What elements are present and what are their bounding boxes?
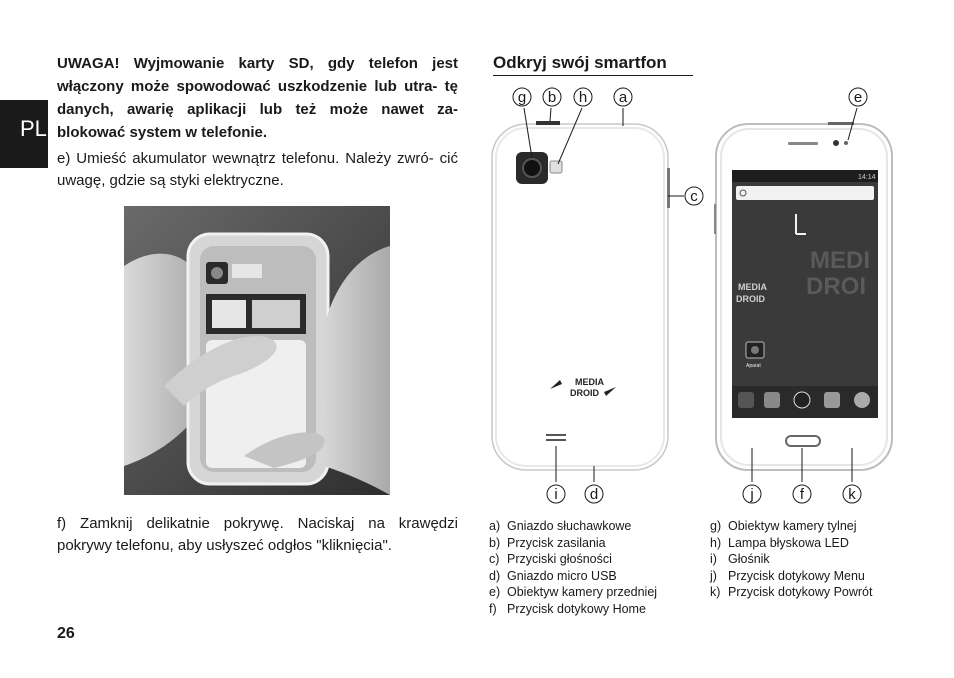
language-tab: PL — [0, 100, 48, 168]
legend-text: Gniazdo słuchawkowe — [507, 519, 632, 533]
back-logo-line2: DROID — [570, 388, 600, 398]
callout-d: d — [590, 486, 598, 503]
legend-text: Gniazdo micro USB — [507, 568, 617, 583]
status-time: 14:14 — [858, 174, 876, 181]
phone-back: MEDIA DROID — [491, 121, 670, 471]
hands-phone-illustration — [124, 206, 390, 495]
legend-key: a) — [489, 519, 501, 533]
screen-logo-line1: MEDIA — [738, 282, 768, 292]
legend-item: f) Przycisk dotykowy Home — [489, 601, 657, 618]
legend-text: Głośnik — [728, 552, 770, 566]
callout-lines — [523, 107, 858, 482]
callout-j: j — [749, 486, 753, 503]
legend-key: g) — [710, 519, 722, 533]
legend-item: h) Lampa błyskowa LED — [710, 535, 872, 552]
page-number: 26 — [57, 625, 75, 642]
legend-key: b) — [489, 535, 501, 550]
legend-text: Przycisk dotykowy Home — [507, 601, 646, 616]
callout-i: i — [554, 486, 557, 503]
step-f-text: f) Zamknij delikatnie pokrywę. Naciskaj … — [57, 515, 458, 554]
legend-key: i) — [710, 552, 717, 566]
legend-key: j) — [710, 568, 717, 583]
legend-text: Obiektyw kamery tylnej — [728, 519, 857, 533]
legend-text: Przycisk dotykowy Menu — [728, 568, 865, 583]
step-e-text: e) Umieść akumulator wewnątrz telefonu. … — [57, 150, 458, 189]
legend-item: k) Przycisk dotykowy Powrót — [710, 584, 872, 601]
screen-watermark-line1: MEDI — [810, 247, 870, 274]
legend-item: c) Przyciski głośności — [489, 551, 657, 568]
legend-key: c) — [489, 552, 500, 566]
callout-a: a — [619, 89, 628, 106]
legend-text: Przyciski głośności — [507, 552, 612, 566]
warning-text: UWAGA! Wyjmowanie karty SD, gdy telefon … — [57, 55, 458, 141]
legend-item: d) Gniazdo micro USB — [489, 568, 657, 585]
legend-key: e) — [489, 585, 501, 599]
callout-g: g — [518, 89, 526, 106]
back-logo: MEDIA DROID — [550, 377, 616, 398]
legend-item: g) Obiektyw kamery tylnej — [710, 518, 872, 535]
screen-watermark-line2: DROI — [806, 273, 866, 300]
screen-logo-line2: DROID — [736, 294, 766, 304]
legend-text: Obiektyw kamery przedniej — [507, 585, 658, 599]
back-logo-line1: MEDIA — [575, 377, 605, 387]
legend-key: h) — [710, 535, 722, 550]
legend-text: Lampa błyskowa LED — [728, 535, 849, 550]
callout-c: c — [690, 188, 698, 205]
phone-front: 14:14 MEDIA DROID MEDI DROI Aparat — [714, 122, 893, 471]
legend-text: Przycisk dotykowy Powrót — [728, 585, 873, 599]
phone-diagram: MEDIA DROID 14:14 — [488, 84, 908, 512]
legend-left: a) Gniazdo słuchawkowe b) Przycisk zasilan… — [489, 518, 657, 617]
battery-photo — [124, 206, 390, 495]
legend-text: Przycisk zasilania — [507, 535, 606, 550]
legend-key: f) — [489, 601, 497, 616]
callout-e: e — [854, 89, 862, 106]
legend-key: k) — [710, 585, 721, 599]
legend-item: b) Przycisk zasilania — [489, 535, 657, 552]
callout-k: k — [848, 486, 856, 503]
legend-item: i) Głośnik — [710, 551, 872, 568]
legend-key: d) — [489, 568, 501, 583]
callout-b: b — [548, 89, 556, 106]
callout-h: h — [579, 89, 587, 106]
section-title: Odkryj swój smartfon — [493, 53, 693, 76]
callouts: g b h a e c i d j f k — [512, 87, 868, 504]
legend-item: a) Gniazdo słuchawkowe — [489, 518, 657, 535]
legend-right: g) Obiektyw kamery tylnej h) Lampa błyskow… — [710, 518, 872, 601]
callout-f: f — [800, 486, 805, 503]
legend-item: e) Obiektyw kamery przedniej — [489, 584, 657, 601]
legend-item: j) Przycisk dotykowy Menu — [710, 568, 872, 585]
app-label: Aparat — [746, 363, 761, 369]
